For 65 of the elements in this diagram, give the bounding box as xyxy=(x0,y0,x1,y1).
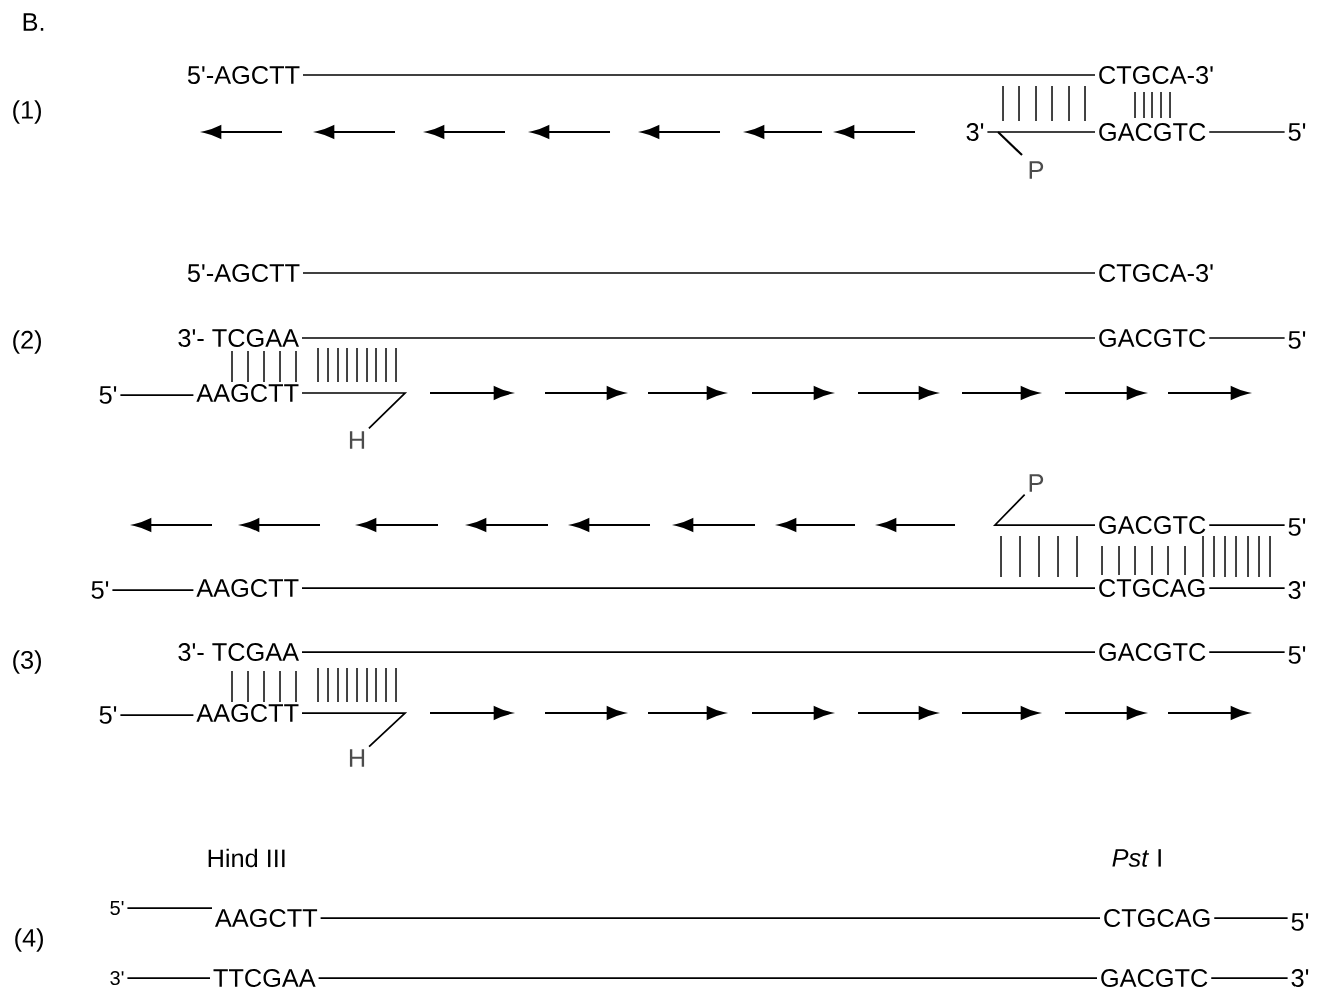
end-label: 3' xyxy=(1291,969,1309,987)
strand-line xyxy=(986,131,1096,133)
strand-line xyxy=(301,651,1096,653)
sequence-label: CTGCAG xyxy=(1104,909,1210,927)
end-label: 5' xyxy=(1288,646,1306,664)
sequence-label: 3'- TCGAA xyxy=(178,329,299,347)
step-number: (4) xyxy=(15,928,43,952)
sequence-label: AAGCTT xyxy=(196,704,299,722)
sequence-label: 5'-AGCTT xyxy=(187,66,300,84)
step-number: (1) xyxy=(13,100,41,124)
strand-line xyxy=(301,712,408,748)
strand-line xyxy=(1208,651,1286,653)
sequence-label: 5'-AGCTT xyxy=(187,264,300,282)
primer-tag: H xyxy=(349,749,365,767)
strand-line xyxy=(119,714,195,716)
end-label: 5' xyxy=(1288,331,1306,349)
strand-line xyxy=(1208,337,1286,339)
strand-line xyxy=(1208,587,1286,589)
end-label: 5' xyxy=(99,386,117,404)
strand-line xyxy=(1208,131,1286,133)
primer-tag: H xyxy=(349,431,365,449)
sequence-label: AAGCTT xyxy=(196,384,299,402)
strand-line xyxy=(992,493,1096,526)
strand-line xyxy=(1210,977,1289,979)
sequence-label: GACGTC xyxy=(1099,643,1206,661)
sequence-label: 3'- TCGAA xyxy=(178,643,299,661)
sequence-label: CTGCA-3' xyxy=(1099,264,1213,282)
step-number: (3) xyxy=(13,650,41,674)
strand-line xyxy=(126,907,213,909)
sequence-label: GACGTC xyxy=(1099,516,1206,534)
primer-tag: P xyxy=(1029,161,1044,179)
sequence-label: AAGCTT xyxy=(196,579,299,597)
sequence-label: CTGCA-3' xyxy=(1099,66,1213,84)
strand-line xyxy=(317,977,1098,979)
end-label: 5' xyxy=(1288,123,1306,141)
sequence-label: AAGCTT xyxy=(215,909,318,927)
strand-line xyxy=(302,272,1096,274)
enzyme-label: Hind III xyxy=(208,848,285,868)
end-label: 3' xyxy=(1288,581,1306,599)
end-label: 5' xyxy=(1291,913,1309,931)
end-label: 5' xyxy=(1288,518,1306,536)
primer-tag: P xyxy=(1029,474,1044,492)
step-number: (2) xyxy=(13,330,41,354)
strand-line xyxy=(301,392,408,430)
strand-line xyxy=(1213,917,1289,919)
strand-line xyxy=(319,917,1101,919)
strand-line xyxy=(111,589,195,591)
end-label: 5' xyxy=(110,901,124,915)
end-label: 5' xyxy=(99,706,117,724)
strand-line xyxy=(119,394,195,396)
sequence-label: GACGTC xyxy=(1099,123,1206,141)
strand-line xyxy=(301,587,1096,589)
strand-line xyxy=(126,977,211,979)
end-label: 5' xyxy=(91,581,109,599)
strand-line xyxy=(1208,524,1286,526)
strand-line xyxy=(302,74,1096,76)
end-label: 3' xyxy=(110,970,124,986)
panel-letter: B. xyxy=(23,13,44,31)
sequence-label: TTCGAA xyxy=(213,969,316,987)
sequence-label: CTGCAG xyxy=(1099,579,1205,597)
sequence-label: GACGTC xyxy=(1101,969,1208,987)
enzyme-label: Pst I xyxy=(1112,849,1161,867)
end-label: 3' xyxy=(966,123,984,141)
strand-line xyxy=(301,337,1096,339)
sequence-label: GACGTC xyxy=(1099,329,1206,347)
